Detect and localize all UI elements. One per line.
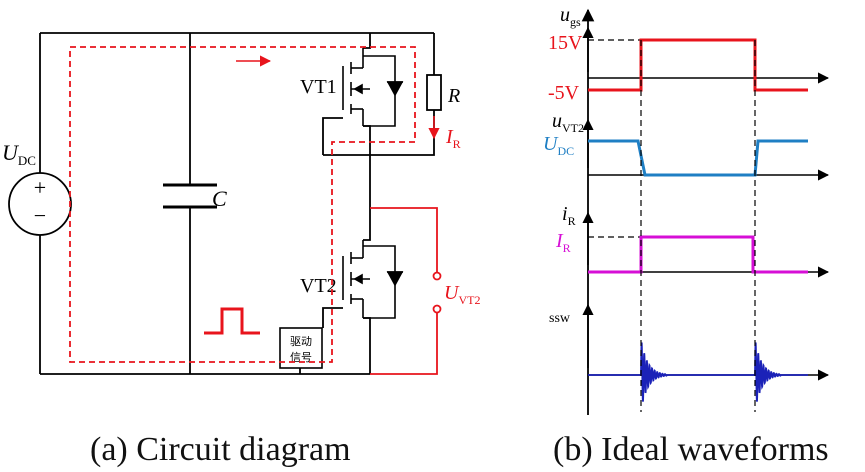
ssw-axis-label: ssw — [549, 311, 571, 326]
vt2-source-wire — [363, 317, 371, 374]
uvt2-level-label: UDC — [543, 133, 574, 158]
driver-label-line2: 信号 — [290, 351, 312, 364]
driver-label-line1: 驱动 — [290, 335, 312, 348]
ir-level-label: IR — [555, 230, 571, 255]
capacitor-label: C — [212, 186, 227, 211]
dc-source-label: UDC — [2, 140, 36, 168]
resistor: R — [426, 74, 460, 111]
ugs-high-label: 15V — [548, 32, 583, 54]
waveforms: ugs 15V -5V uVT2 UDC iR IR ssw (b) Ideal… — [543, 4, 830, 468]
uvt2-label: UVT2 — [444, 282, 480, 307]
waveforms-caption: (b) Ideal waveforms — [553, 431, 829, 468]
dc-source: + − UDC — [2, 140, 72, 236]
vt1-source-wire — [363, 125, 371, 155]
capacitor: C — [163, 183, 227, 211]
current-loop — [69, 46, 416, 363]
circuit-wires — [39, 32, 435, 375]
ir-axis-label: iR — [562, 203, 576, 228]
vt1-label: VT1 — [300, 76, 337, 98]
ir-waveform — [588, 235, 808, 274]
gate-pulse-symbol — [204, 307, 260, 335]
mid-node-wire — [363, 155, 371, 241]
uvt2-probe — [370, 207, 442, 375]
dc-source-minus: − — [34, 203, 46, 228]
dc-source-symbol — [8, 172, 72, 236]
ssw-waveform — [588, 342, 808, 402]
vt2-label: VT2 — [300, 275, 337, 297]
vt2-gate-wire — [322, 307, 343, 328]
ugs-low-label: -5V — [548, 82, 580, 104]
dc-source-plus: + — [34, 175, 46, 200]
ir-circuit-label: IR — [445, 126, 461, 151]
uvt2-axis-label: uVT2 — [552, 110, 584, 135]
uvt2-waveform — [588, 139, 808, 177]
circuit-caption: (a) Circuit diagram — [90, 431, 351, 468]
vt1-mosfet — [342, 48, 404, 127]
vt1-gate-loop — [322, 117, 343, 155]
vt2-mosfet — [342, 240, 404, 319]
r-wire-lower — [323, 110, 435, 156]
ugs-axis-label: ugs — [560, 4, 581, 29]
circuit-diagram: + − UDC C R — [2, 32, 480, 468]
vt1-drain-wire — [363, 33, 371, 49]
ugs-waveform — [588, 38, 808, 92]
resistor-label: R — [447, 85, 460, 107]
